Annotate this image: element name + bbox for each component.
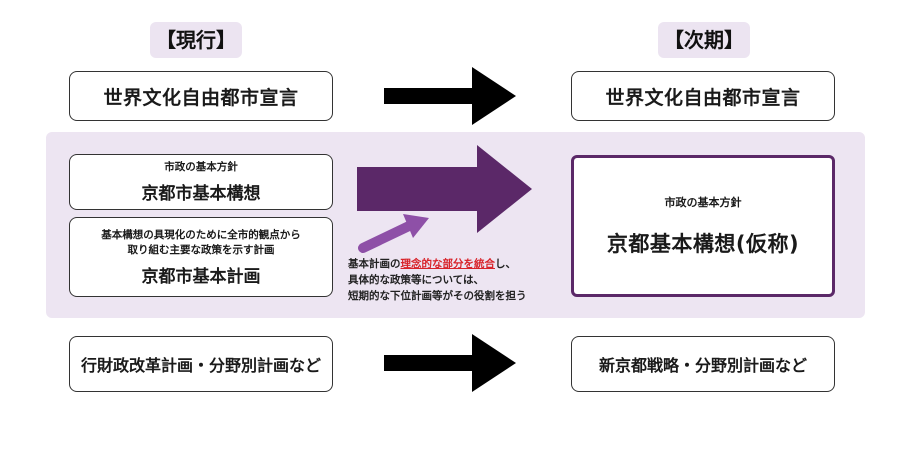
integration-note: 基本計画の理念的な部分を統合し、 具体的な政策等については、 短期的な下位計画等…: [348, 256, 563, 304]
current-sector-plans-box: 行財政改革計画・分野別計画など: [69, 336, 333, 392]
kyoto-basic-concept-title: 京都基本構想(仮称): [606, 232, 800, 256]
current-basic-concept-title: 京都市基本構想: [141, 184, 261, 204]
note-part2: し、: [495, 258, 516, 270]
current-declaration-label: 世界文化自由都市宣言: [103, 86, 299, 109]
next-declaration-box: 世界文化自由都市宣言: [571, 71, 835, 121]
current-basic-concept-sub: 市政の基本方針: [164, 161, 238, 173]
header-next: 【次期】: [658, 22, 750, 58]
current-declaration-box: 世界文化自由都市宣言: [69, 71, 333, 121]
note-highlight: 理念的な部分を統合: [400, 258, 496, 270]
kyoto-basic-concept-sub: 市政の基本方針: [664, 196, 742, 209]
current-sector-plans-label: 行財政改革計画・分野別計画など: [80, 356, 321, 375]
header-current: 【現行】: [150, 22, 242, 58]
row3-arrow-icon: [384, 334, 516, 392]
basic-plan-desc-line2: 取り組む主要な政策を示す計画: [127, 243, 275, 256]
current-basic-concept-box: 市政の基本方針 京都市基本構想: [69, 154, 333, 210]
integration-arrow-icon: [357, 145, 532, 233]
note-line3: 短期的な下位計画等がその役割を担う: [348, 290, 527, 302]
kyoto-basic-concept-box: 市政の基本方針 京都基本構想(仮称): [571, 155, 835, 297]
basic-plan-desc-line1: 基本構想の具現化のために全市的観点から: [101, 228, 301, 241]
next-declaration-label: 世界文化自由都市宣言: [605, 86, 801, 109]
note-line2: 具体的な政策等については、: [348, 274, 484, 286]
next-sector-plans-label: 新京都戦略・分野別計画など: [598, 356, 807, 375]
next-sector-plans-box: 新京都戦略・分野別計画など: [571, 336, 835, 392]
current-basic-plan-box: 基本構想の具現化のために全市的観点から 取り組む主要な政策を示す計画 京都市基本…: [69, 217, 333, 297]
note-part1: 基本計画の: [348, 258, 401, 270]
row1-arrow-icon: [384, 67, 516, 125]
note-line1: 基本計画の理念的な部分を統合し、: [348, 256, 563, 272]
diagonal-arrow-icon: [358, 214, 429, 253]
basic-plan-title: 京都市基本計画: [141, 266, 261, 287]
